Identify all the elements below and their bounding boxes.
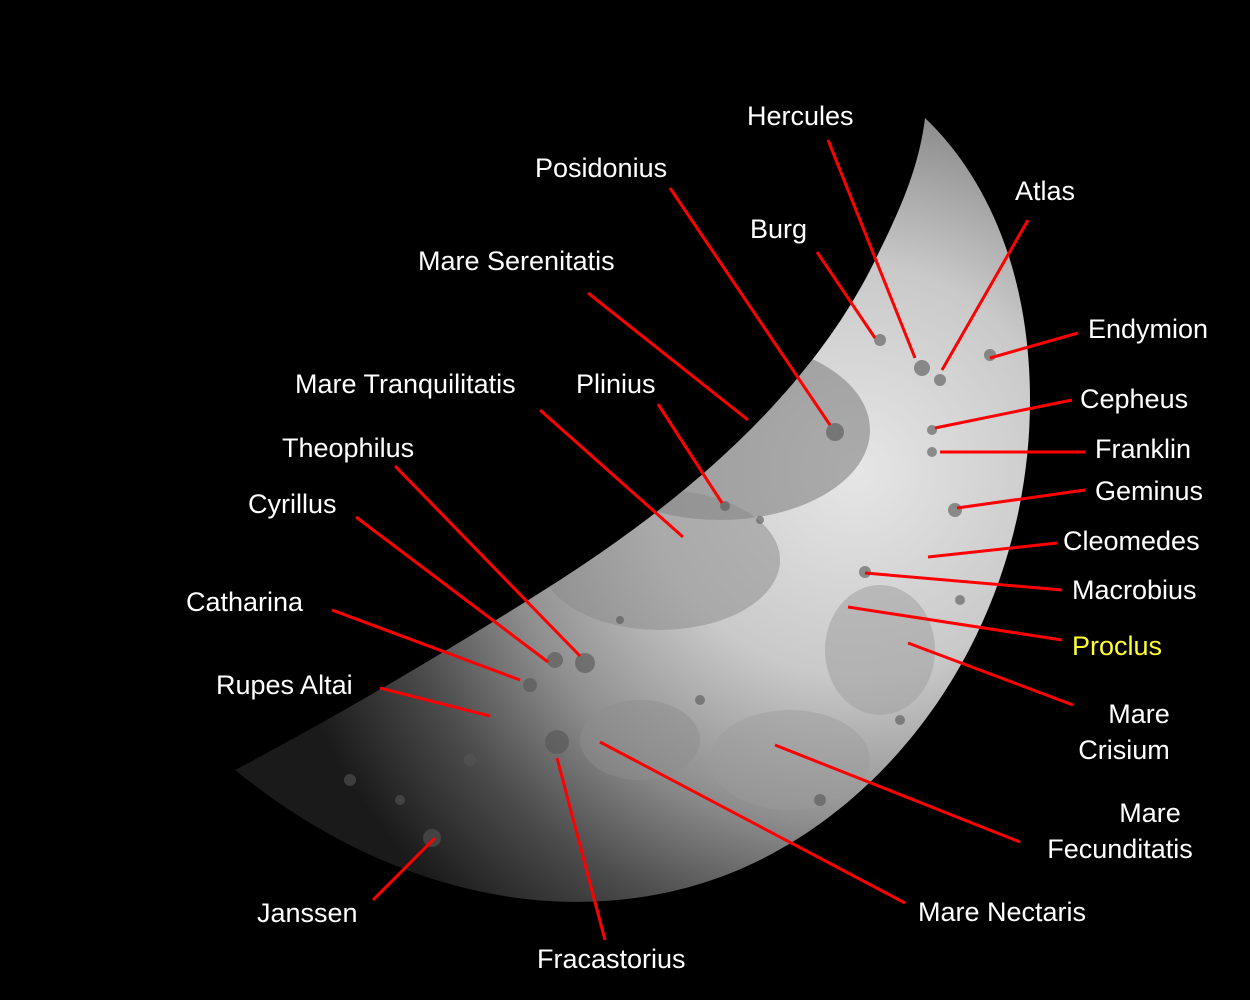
label-cyrillus: Cyrillus bbox=[248, 489, 337, 519]
label-macrobius: Macrobius bbox=[1072, 575, 1197, 605]
leader-line-posidonius bbox=[668, 187, 832, 426]
leader-line-endymion bbox=[989, 331, 1079, 360]
label-atlas: Atlas bbox=[1015, 176, 1076, 206]
label-posidonius: Posidonius bbox=[535, 153, 668, 183]
leader-line-theophilus bbox=[393, 464, 582, 658]
leader-line-cleomedes bbox=[927, 541, 1058, 559]
label-endymion: Endymion bbox=[1088, 314, 1209, 344]
label-proclus: Proclus bbox=[1072, 631, 1163, 661]
leader-line-mare-tranquilitatis bbox=[539, 408, 684, 539]
leader-line-mare-serenitatis bbox=[587, 291, 749, 422]
label-mare-crisium: Mare Crisium bbox=[1058, 698, 1190, 766]
label-mare-serenitatis: Mare Serenitatis bbox=[418, 246, 615, 276]
leader-line-cepheus bbox=[934, 398, 1073, 430]
leader-line-geminus bbox=[956, 488, 1086, 510]
label-mare-crisium-line1: Mare bbox=[1108, 699, 1170, 729]
label-mare-crisium-line2: Crisium bbox=[1078, 735, 1170, 765]
leader-line-janssen bbox=[371, 836, 437, 902]
label-janssen: Janssen bbox=[257, 898, 358, 928]
label-geminus: Geminus bbox=[1095, 476, 1204, 506]
label-fracastorius: Fracastorius bbox=[537, 944, 686, 974]
moon-image bbox=[235, 118, 1030, 902]
leader-line-mare-crisium bbox=[907, 641, 1074, 707]
leader-lines bbox=[331, 139, 1086, 941]
leader-line-fracastorius bbox=[555, 757, 607, 941]
leader-line-rupes-altai bbox=[379, 686, 491, 718]
leader-line-cyrillus bbox=[355, 515, 549, 664]
label-burg: Burg bbox=[750, 214, 808, 244]
label-mare-fecunditatis-line1: Mare bbox=[1119, 798, 1181, 828]
label-catharina: Catharina bbox=[186, 587, 304, 617]
leader-line-mare-fecunditatis bbox=[774, 743, 1021, 844]
leader-line-mare-nectaris bbox=[599, 740, 906, 905]
label-hercules: Hercules bbox=[747, 101, 854, 131]
label-mare-fecunditatis-line2: Fecunditatis bbox=[1047, 834, 1193, 864]
leader-line-atlas bbox=[940, 219, 1030, 371]
leader-line-hercules bbox=[826, 139, 917, 359]
label-rupes-altai: Rupes Altai bbox=[216, 670, 353, 700]
leader-line-plinius bbox=[656, 403, 724, 504]
label-mare-nectaris: Mare Nectaris bbox=[918, 897, 1087, 927]
label-franklin: Franklin bbox=[1095, 434, 1192, 464]
leader-line-catharina bbox=[331, 608, 521, 682]
label-plinius: Plinius bbox=[576, 369, 656, 399]
label-mare-tranquilitatis: Mare Tranquilitatis bbox=[295, 369, 516, 399]
leader-line-burg bbox=[815, 251, 877, 339]
label-mare-fecunditatis: Mare Fecunditatis bbox=[1040, 797, 1200, 865]
label-cepheus: Cepheus bbox=[1080, 384, 1189, 414]
leader-line-proclus bbox=[847, 605, 1063, 642]
label-cleomedes: Cleomedes bbox=[1063, 526, 1200, 556]
leader-line-macrobius bbox=[864, 571, 1063, 592]
label-theophilus: Theophilus bbox=[282, 433, 415, 463]
